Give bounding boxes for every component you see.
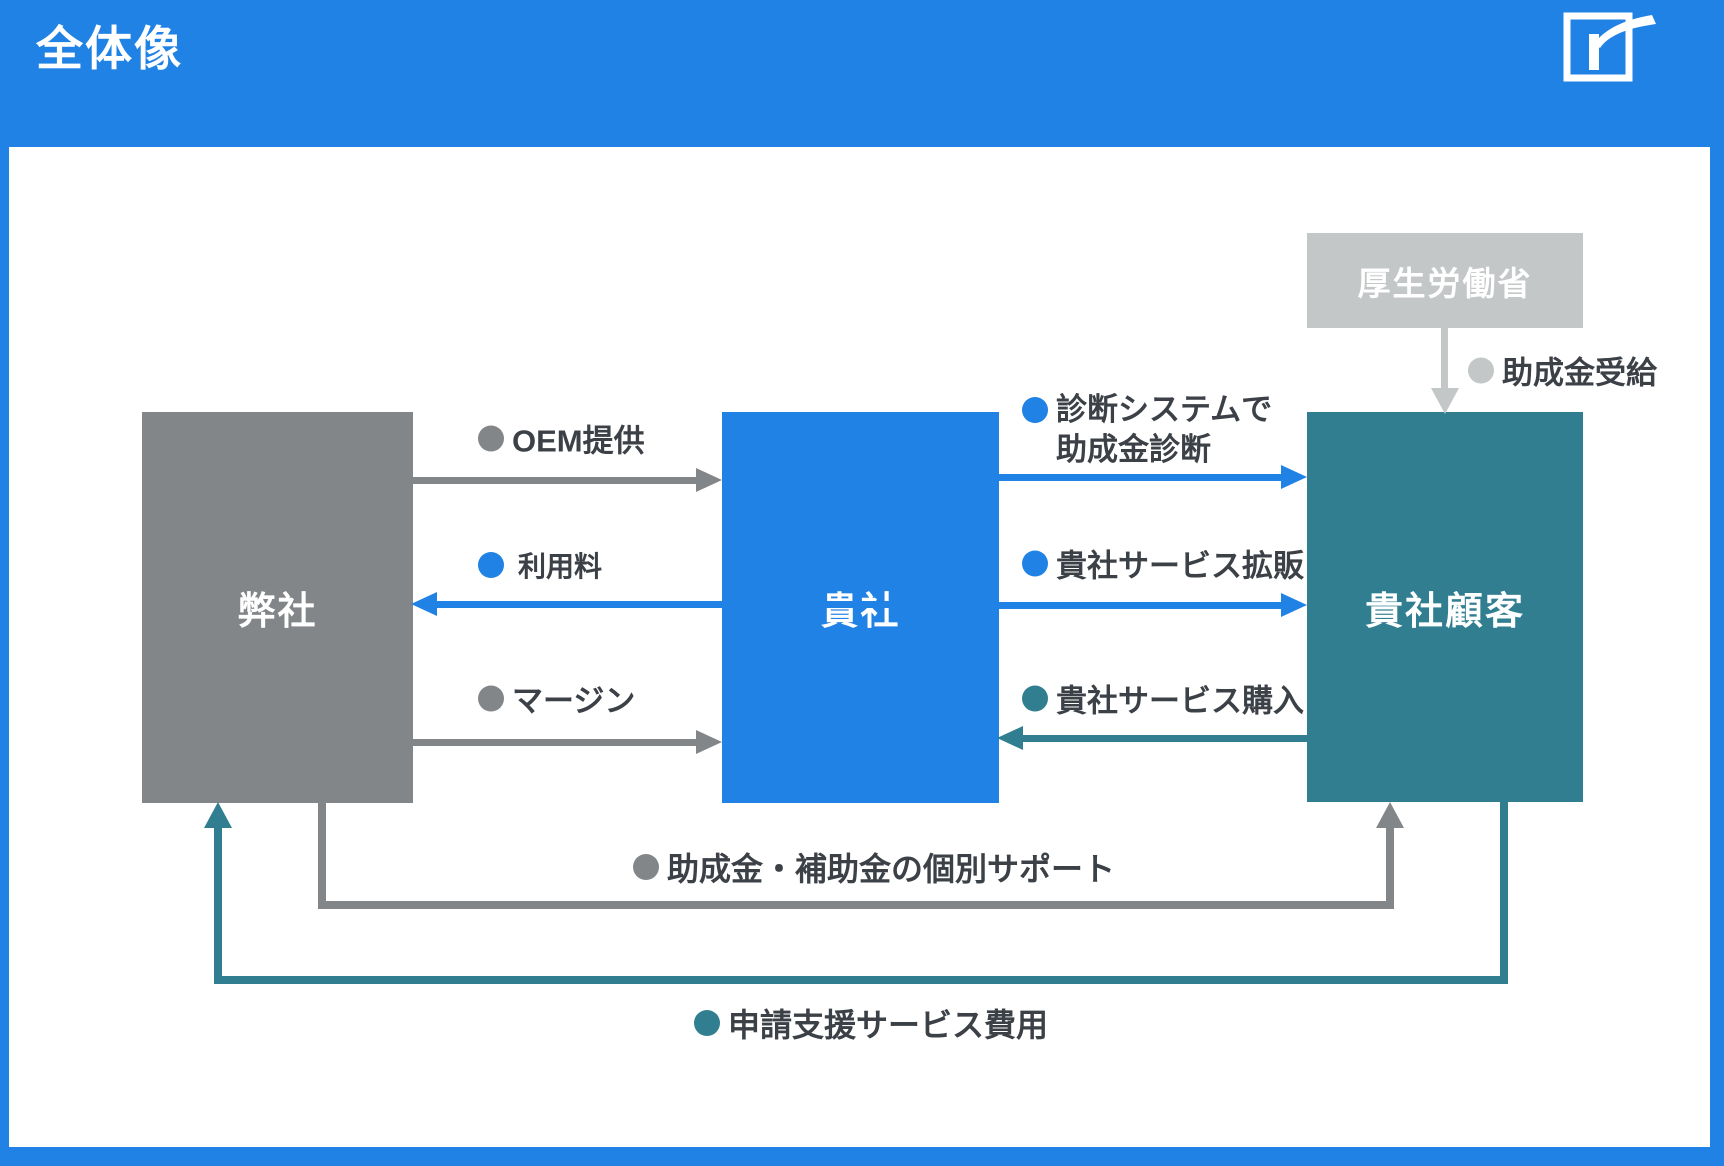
node-our-company-label: 弊社 <box>237 591 318 633</box>
arrow-usage-fee-head-icon <box>411 592 437 616</box>
fee-path-segment <box>214 976 1508 984</box>
node-our-company: 弊社 <box>142 412 413 803</box>
node-your-customers: 貴社顧客 <box>1307 412 1583 802</box>
arrow-oem-line <box>413 477 698 484</box>
label-margin: マージン <box>478 676 635 721</box>
support-path-segment <box>318 803 326 909</box>
arrow-margin-line <box>413 739 698 746</box>
label-service-purchase: 貴社サービス購入 <box>1022 676 1304 721</box>
label-application-fee: 申請支援サービス費用 <box>694 1000 1048 1046</box>
fee-path-segment <box>214 826 222 980</box>
bullet-icon <box>478 552 504 578</box>
arrow-service-purchase-head-icon <box>997 726 1023 750</box>
bullet-icon <box>1022 550 1048 576</box>
arrow-oem-head-icon <box>696 468 722 492</box>
node-your-company-label: 貴社 <box>820 591 901 633</box>
fee-path-segment <box>1500 802 1508 984</box>
arrow-service-purchase-line <box>1023 735 1307 742</box>
node-ministry-label: 厚生労働省 <box>1357 264 1533 302</box>
page-title: 全体像 <box>36 22 183 75</box>
label-individual-support: 助成金・補助金の個別サポート <box>633 844 1115 890</box>
bullet-icon <box>1022 397 1048 423</box>
support-path-segment <box>318 901 1394 909</box>
label-diagnosis: 診断システムで 助成金診断 <box>1022 390 1272 471</box>
bullet-icon <box>633 854 659 880</box>
arrow-subsidy-receipt-line <box>1441 328 1448 390</box>
bullet-icon <box>478 425 504 451</box>
bullet-icon <box>1022 685 1048 711</box>
arrow-subsidy-receipt-head-icon <box>1431 388 1459 414</box>
arrow-diagnosis-head-icon <box>1281 465 1307 489</box>
bullet-icon <box>1468 357 1494 383</box>
arrow-margin-head-icon <box>696 730 722 754</box>
node-your-customers-label: 貴社顧客 <box>1364 590 1525 633</box>
support-path-segment <box>1386 826 1394 909</box>
arrow-sales-expansion-line <box>999 602 1283 609</box>
node-ministry: 厚生労働省 <box>1307 233 1583 328</box>
bullet-icon <box>478 685 504 711</box>
support-path-head-icon <box>1376 802 1404 828</box>
label-oem: OEM提供 <box>478 416 645 461</box>
arrow-sales-expansion-head-icon <box>1281 593 1307 617</box>
label-subsidy-receipt: 助成金受給 <box>1468 348 1657 393</box>
arrow-diagnosis-line <box>999 474 1283 481</box>
arrow-usage-fee-line <box>437 601 999 608</box>
company-logo-icon <box>1563 12 1656 82</box>
label-usage-fee: 利用料 <box>478 545 602 585</box>
bullet-icon <box>694 1010 720 1036</box>
fee-path-head-icon <box>204 802 232 828</box>
label-sales-expansion: 貴社サービス拡販 <box>1022 541 1304 586</box>
